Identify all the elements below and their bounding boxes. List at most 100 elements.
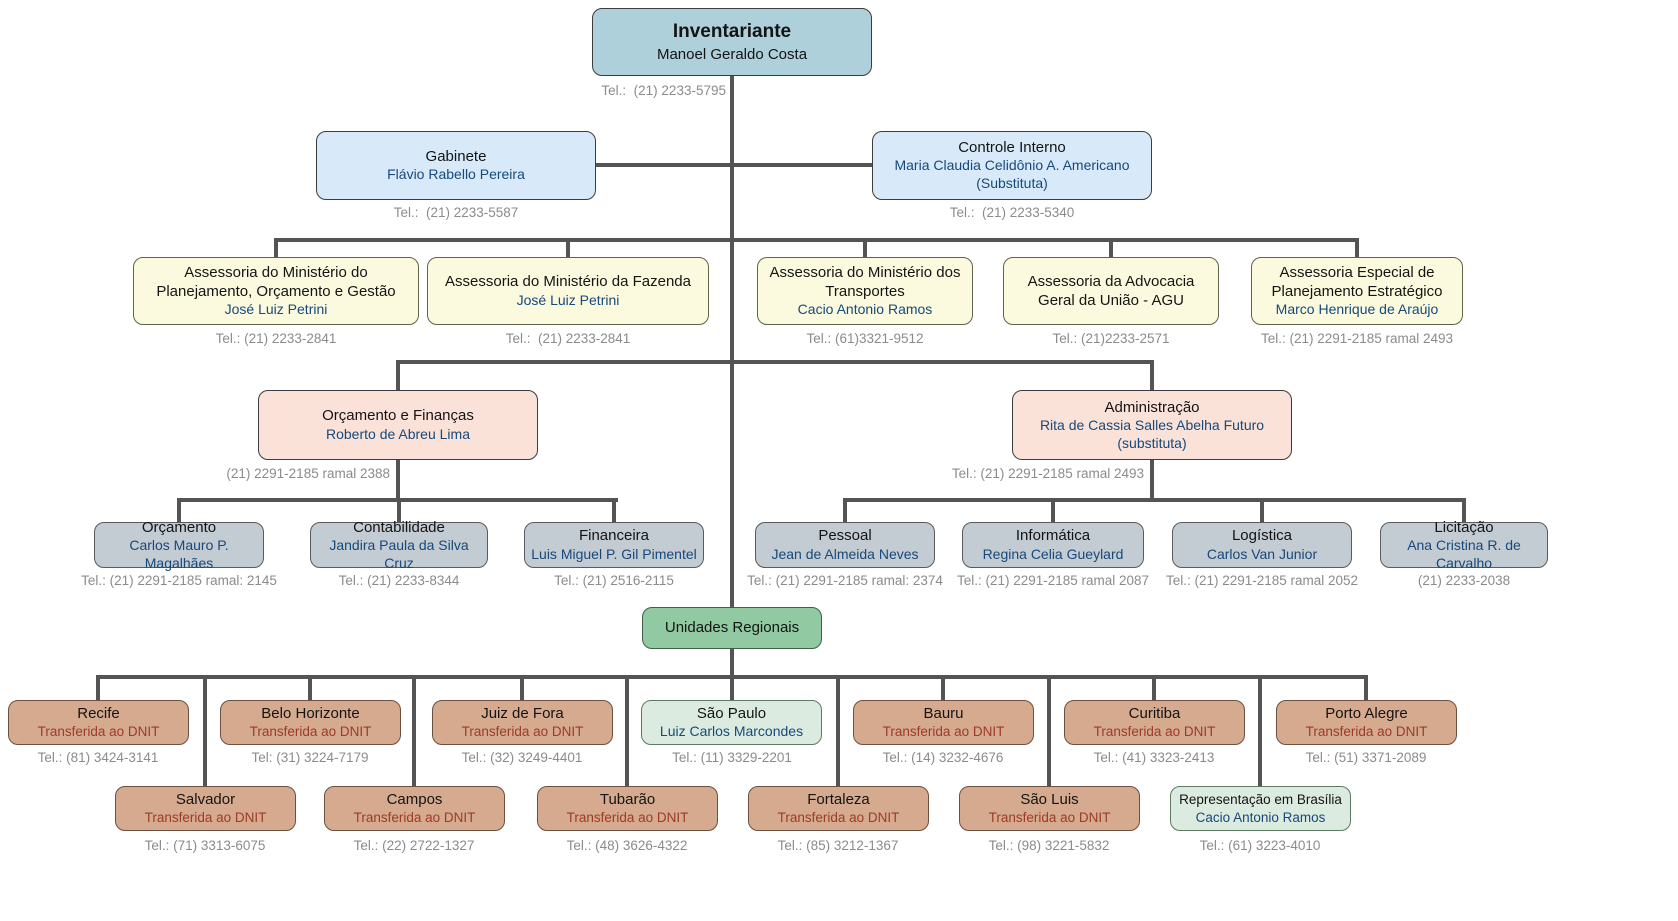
connector [1462, 498, 1466, 524]
node-tel: Tel.: (21) 2233-5587 [393, 205, 519, 220]
node-title: Informática [1015, 527, 1091, 545]
node-title: Pessoal [818, 527, 872, 545]
connector [1150, 360, 1154, 392]
node-tel: (21) 2233-2038 [1417, 573, 1511, 588]
org-node-assessoria-fazenda: Assessoria do Ministério da Fazenda José… [427, 257, 709, 325]
org-node-salvador: Salvador Transferida ao DNIT [115, 786, 296, 831]
org-node-curitiba: Curitiba Transferida ao DNIT [1064, 700, 1245, 745]
node-title: Administração [1104, 398, 1200, 416]
org-node-administracao: Administração Rita de Cassia Salles Abel… [1012, 390, 1292, 460]
node-status: Transferida ao DNIT [882, 724, 1005, 740]
node-tel: Tel.: (48) 3626-4322 [566, 838, 688, 853]
node-title: Recife [77, 705, 120, 723]
node-person: Cacio Antonio Ramos [797, 301, 933, 318]
connector [730, 76, 734, 609]
connector [836, 675, 840, 788]
node-status: Transferida ao DNIT [353, 810, 476, 826]
org-node-contabilidade: Contabilidade Jandira Paula da Silva Cru… [310, 519, 488, 571]
node-tel: Tel: (31) 3224-7179 [251, 750, 369, 765]
org-node-logistica: Logística Carlos Van Junior [1172, 522, 1352, 568]
node-title: Assessoria do Ministério da Fazenda [445, 273, 691, 291]
node-title: Juiz de Fora [481, 705, 564, 723]
org-node-orcamento-financas: Orçamento e Finanças Roberto de Abreu Li… [258, 390, 538, 460]
node-person: Carlos Van Junior [1206, 545, 1318, 562]
node-person: Marco Henrique de Araújo [1275, 301, 1439, 318]
connector [730, 649, 734, 677]
node-status: Transferida ao DNIT [988, 810, 1111, 826]
org-node-juiz-de-fora: Juiz de Fora Transferida ao DNIT [432, 700, 613, 745]
connector [274, 238, 278, 259]
connector [396, 360, 1154, 364]
node-person: José Luiz Petrini [516, 291, 620, 308]
node-status: Transferida ao DNIT [144, 810, 267, 826]
node-title: Contabilidade [353, 518, 445, 536]
node-tel: Tel.: (21) 2233-2841 [215, 331, 337, 346]
node-tel: Tel.: (21) 2291-2185 ramal: 2374 [747, 573, 943, 588]
node-title: Unidades Regionais [664, 619, 800, 637]
org-node-controle-interno: Controle Interno Maria Claudia Celidônio… [872, 131, 1152, 200]
node-title: Assessoria Especial de Planejamento Estr… [1271, 263, 1443, 301]
node-tel: (21) 2291-2185 ramal 2388 [226, 466, 390, 481]
org-node-informatica: Informática Regina Celia Gueylard [962, 522, 1144, 568]
org-node-recife: Recife Transferida ao DNIT [8, 700, 189, 745]
org-node-gabinete: Gabinete Flávio Rabello Pereira [316, 131, 596, 200]
node-tel: Tel.: (21) 2291-2185 ramal 2052 [1165, 573, 1359, 588]
org-node-assessoria-transportes: Assessoria do Ministério dos Transportes… [757, 257, 973, 325]
org-node-inventariante: Inventariante Manoel Geraldo Costa [592, 8, 872, 76]
node-person: Cacio Antonio Ramos [1195, 809, 1326, 825]
node-title: Licitação [1434, 518, 1494, 536]
org-node-pessoal: Pessoal Jean de Almeida Neves [755, 522, 935, 568]
connector [177, 498, 181, 524]
node-note: (substituta) [1117, 434, 1187, 451]
node-title: Representação em Brasília [1179, 792, 1342, 808]
connector [274, 238, 1359, 242]
connector [843, 498, 1466, 502]
node-tel: Tel.: (21) 2291-2185 ramal 2493 [1260, 331, 1454, 346]
node-title: Tubarão [599, 791, 656, 809]
node-title: Inventariante [672, 21, 792, 43]
org-node-orcamento: Orçamento Carlos Mauro P. Magalhães [94, 519, 264, 571]
node-tel: Tel.: (21) 2233-5340 [949, 205, 1075, 220]
node-status: Transferida ao DNIT [461, 724, 584, 740]
node-title: Porto Alegre [1325, 705, 1408, 723]
connector [941, 675, 945, 702]
org-node-sao-paulo: São Paulo Luiz Carlos Marcondes [641, 700, 822, 745]
node-tel: Tel.: (14) 3232-4676 [882, 750, 1004, 765]
node-person: Carlos Mauro P. Magalhães [129, 536, 229, 571]
node-status: Transferida ao DNIT [566, 810, 689, 826]
node-status: Transferida ao DNIT [249, 724, 372, 740]
node-person: Regina Celia Gueylard [982, 545, 1124, 562]
node-person: Manoel Geraldo Costa [656, 45, 808, 63]
connector [1364, 675, 1368, 702]
node-title: Controle Interno [958, 139, 1066, 156]
connector [1051, 498, 1055, 524]
connector [625, 675, 629, 788]
connector [308, 675, 312, 702]
node-tel: Tel.: (21)2233-2571 [1052, 331, 1170, 346]
org-node-porto-alegre: Porto Alegre Transferida ao DNIT [1276, 700, 1457, 745]
org-node-financeira: Financeira Luis Miguel P. Gil Pimentel [524, 522, 704, 568]
connector [412, 675, 416, 788]
node-tel: Tel.: (21) 2233-8344 [338, 573, 460, 588]
org-node-campos: Campos Transferida ao DNIT [324, 786, 505, 831]
connector [203, 675, 207, 788]
node-title: Belo Horizonte [261, 705, 360, 723]
node-person: Luiz Carlos Marcondes [659, 723, 804, 740]
node-tel: Tel.: (21) 2516-2115 [554, 573, 674, 588]
node-person: Rita de Cassia Salles Abelha Futuro [1039, 416, 1265, 433]
node-title: São Luis [1020, 791, 1079, 809]
node-title: Salvador [175, 791, 236, 809]
node-tel: Tel.: (21) 2291-2185 ramal 2087 [956, 573, 1150, 588]
node-title: Gabinete [425, 147, 487, 165]
node-tel: Tel.: (81) 3424-3141 [37, 750, 159, 765]
node-title: Logística [1231, 527, 1293, 545]
node-title: Financeira [578, 527, 650, 545]
node-person: Flávio Rabello Pereira [387, 166, 525, 183]
node-tel: Tel.: (21) 2291-2185 ramal 2493 [951, 466, 1144, 481]
connector [1047, 675, 1051, 788]
node-tel: Tel.: (32) 3249-4401 [461, 750, 583, 765]
node-tel: Tel.: (21) 2291-2185 ramal: 2145 [81, 573, 277, 588]
node-tel: Tel.: (51) 3371-2089 [1305, 750, 1427, 765]
org-node-assessoria-agu: Assessoria da Advocacia Geral da União -… [1003, 257, 1219, 325]
org-node-assessoria-planejamento: Assessoria do Ministério do Planejamento… [133, 257, 419, 325]
